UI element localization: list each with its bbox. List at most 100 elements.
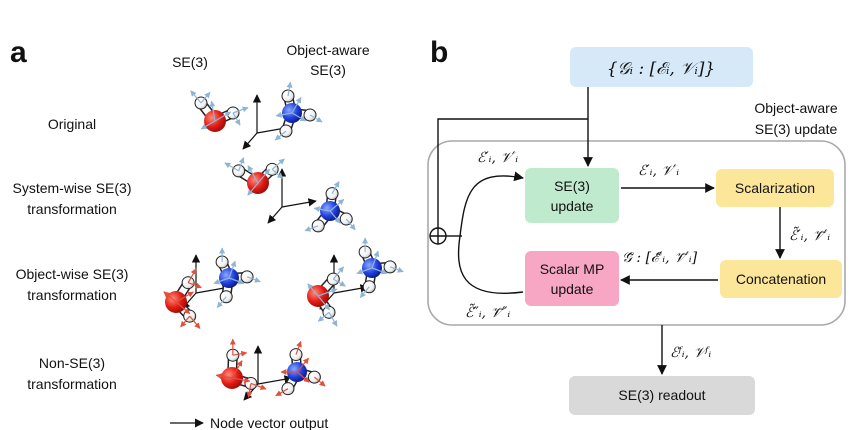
vector-arrow bbox=[163, 291, 177, 303]
se3-update-line2: update bbox=[551, 198, 594, 214]
vector-arrow bbox=[247, 182, 259, 196]
row-label-object-wise-line2: transformation bbox=[27, 287, 116, 303]
panel-b: b {𝒢ᵢ : [ℰᵢ, 𝒱ᵢ]} Object-aware SE(3) upd… bbox=[427, 36, 846, 415]
vector-arrow bbox=[175, 291, 194, 303]
vector-arrow bbox=[232, 106, 249, 114]
water-object-2 bbox=[307, 266, 346, 327]
axis-z-arrow bbox=[242, 132, 258, 150]
vector-arrow bbox=[291, 112, 307, 122]
se3-update-box bbox=[525, 168, 619, 223]
vector-arrow bbox=[271, 158, 285, 170]
vector-arrow bbox=[224, 162, 239, 172]
vector-arrow bbox=[275, 388, 289, 397]
edge-label-loop-top: ℰ′ᵢ, 𝒱′ᵢ bbox=[477, 150, 518, 166]
scalar-mp-line1: Scalar MP bbox=[540, 261, 605, 277]
vector-arrow bbox=[329, 198, 345, 212]
vector-arrow bbox=[329, 210, 341, 224]
molecule-illustrations bbox=[163, 81, 404, 401]
vector-arrow bbox=[200, 91, 211, 104]
vector-arrow bbox=[331, 181, 340, 194]
vector-arrow bbox=[332, 266, 345, 280]
vector-arrow bbox=[246, 383, 253, 398]
se3-readout-label: SE(3) readout bbox=[618, 387, 705, 403]
row-label-non-se3-line2: transformation bbox=[27, 376, 116, 392]
edge-label-concat-to-mp: 𝒢̃ : [ℰ̃′ᵢ, 𝒱̃′ᵢ] bbox=[622, 250, 698, 266]
group-title-line1: Object-aware bbox=[754, 100, 837, 116]
vector-arrow bbox=[246, 276, 261, 283]
vector-arrow bbox=[257, 168, 271, 184]
vector-arrow bbox=[200, 120, 216, 130]
edge-label-readout: ℰᶠᵢ, 𝒱ᶠᵢ bbox=[670, 345, 711, 361]
col-header-se3: SE(3) bbox=[172, 54, 208, 70]
loop-curve-arrow bbox=[457, 171, 524, 294]
axis-z-arrow bbox=[267, 206, 283, 224]
water-original bbox=[190, 90, 249, 132]
input-to-skip-line bbox=[437, 118, 588, 228]
vector-arrow bbox=[214, 111, 232, 122]
ammonia-original bbox=[274, 81, 323, 141]
vector-arrow bbox=[232, 112, 241, 126]
object-aware-update-group bbox=[427, 140, 846, 326]
se3-readout-box bbox=[569, 376, 755, 415]
panel-a: a SE(3) Object-aware SE(3) Original Syst… bbox=[10, 36, 404, 430]
vector-arrow bbox=[187, 268, 197, 283]
vector-arrow bbox=[328, 312, 338, 327]
vector-arrow bbox=[175, 301, 191, 315]
scalarization-label: Scalarization bbox=[735, 180, 815, 196]
ammonia-system bbox=[304, 181, 356, 233]
axes-system bbox=[267, 168, 317, 224]
row-label-system-wise-line2: transformation bbox=[27, 201, 116, 217]
col-header-object-aware-line2: SE(3) bbox=[310, 62, 346, 78]
edge-label-scalarization-to-concat: ℰ̃′ᵢ, 𝒱̃′ᵢ bbox=[789, 226, 830, 244]
vector-arrow bbox=[187, 282, 202, 289]
vector-arrow bbox=[286, 81, 293, 97]
vector-arrow bbox=[317, 295, 331, 311]
ammonia-object-1 bbox=[213, 247, 261, 308]
vector-arrow bbox=[317, 288, 338, 297]
vector-arrow bbox=[304, 225, 319, 232]
water-non-se3 bbox=[215, 338, 267, 398]
vector-arrow bbox=[247, 165, 259, 184]
water-system bbox=[224, 157, 285, 196]
vector-arrow bbox=[295, 340, 302, 355]
vector-arrow bbox=[371, 267, 388, 275]
vector-arrow bbox=[228, 277, 245, 285]
group-title-line2: SE(3) update bbox=[755, 121, 838, 137]
vector-arrow bbox=[296, 357, 310, 373]
input-graph-label: {𝒢ᵢ : [ℰᵢ, 𝒱ᵢ]} bbox=[607, 59, 716, 79]
vector-arrow bbox=[309, 114, 323, 123]
vector-arrow bbox=[313, 206, 331, 213]
vector-arrow bbox=[345, 218, 356, 231]
col-header-object-aware-line1: Object-aware bbox=[286, 42, 369, 58]
vector-arrow bbox=[275, 111, 293, 118]
axis-x-arrow bbox=[281, 198, 317, 208]
scalar-mp-line2: update bbox=[551, 281, 594, 297]
edge-label-se3-to-scalarization: ℰ′ᵢ, 𝒱′ᵢ bbox=[638, 163, 679, 179]
ammonia-object-2 bbox=[356, 237, 404, 298]
vector-arrow bbox=[231, 360, 243, 379]
ammonia-non-se3 bbox=[275, 340, 326, 397]
row-label-system-wise-line1: System-wise SE(3) bbox=[12, 180, 131, 196]
vector-arrow bbox=[313, 376, 326, 387]
vector-arrow bbox=[232, 350, 248, 357]
concatenation-label: Concatenation bbox=[736, 271, 826, 287]
vector-arrow bbox=[389, 266, 404, 273]
water-object-1 bbox=[163, 268, 202, 329]
panel-b-letter: b bbox=[430, 36, 448, 69]
vector-arrow bbox=[180, 315, 191, 328]
vector-arrow bbox=[317, 311, 330, 322]
residual-add-plus bbox=[430, 228, 446, 244]
concatenation-box bbox=[720, 260, 842, 298]
scalarization-box bbox=[716, 169, 834, 207]
row-label-non-se3-line1: Non-SE(3) bbox=[39, 355, 105, 371]
vector-arrow bbox=[307, 283, 319, 297]
vector-arrow bbox=[291, 96, 302, 114]
vector-arrow bbox=[356, 267, 373, 275]
legend-label: Node vector output bbox=[210, 415, 328, 430]
vector-arrow bbox=[359, 286, 370, 298]
vector-arrow bbox=[228, 260, 237, 279]
scalar-mp-update-box bbox=[525, 251, 619, 306]
vector-arrow bbox=[213, 277, 230, 285]
vector-arrow bbox=[238, 157, 245, 172]
